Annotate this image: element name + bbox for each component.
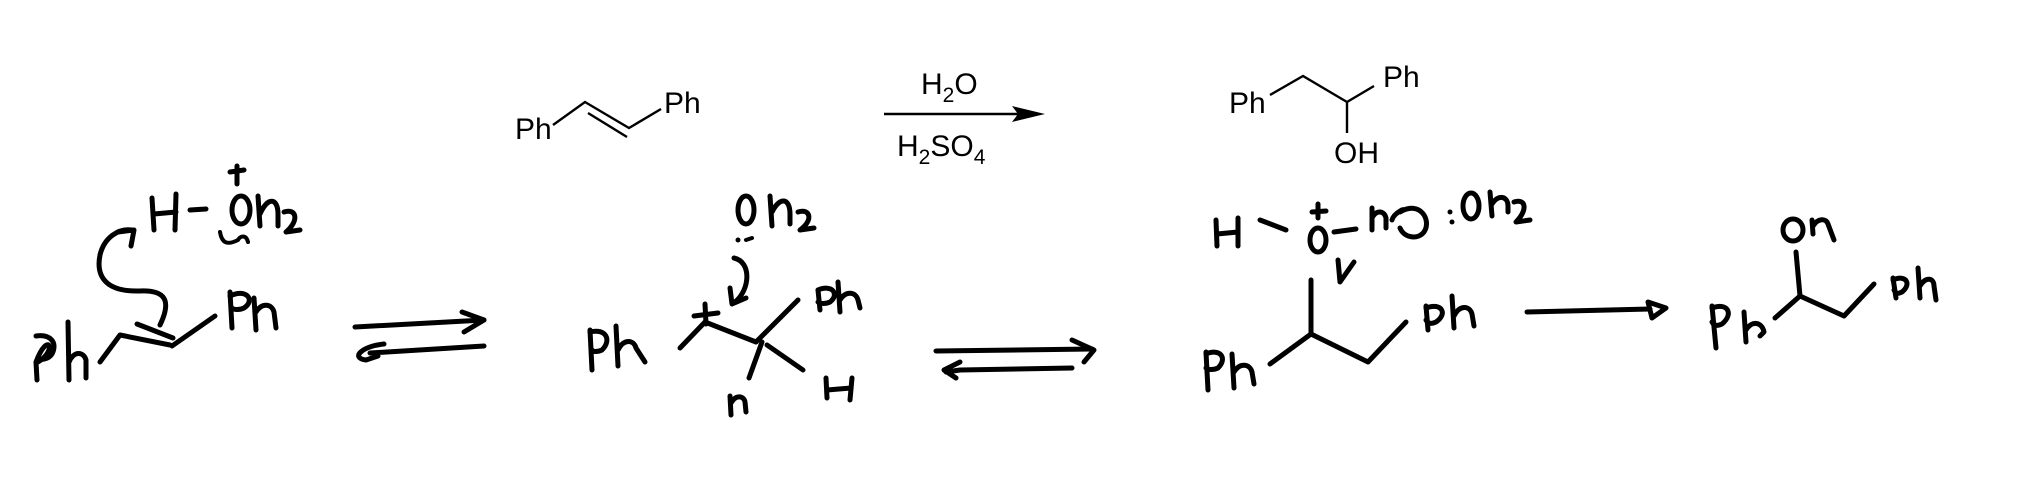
step3-water (1460, 189, 1533, 225)
mechanism-step1: Ph (33, 163, 303, 383)
step2-bond-to-ph (753, 297, 801, 345)
step3-h-o-bond (1257, 217, 1289, 233)
step2-h-left-glyph (727, 393, 749, 418)
step3-plus-charge-icon (1309, 201, 1329, 221)
step1-alkene-bond (97, 332, 173, 365)
step3-h-left-glyph (1213, 215, 1241, 249)
step2-left-ph (587, 323, 648, 373)
reagent-water: H2O (921, 68, 978, 107)
step1-alkene-pi-bond (134, 321, 176, 341)
step1-h-o-bond (187, 206, 209, 213)
step1-right-ph (227, 289, 279, 333)
mechanism-step4 (1709, 216, 1939, 351)
product-left-ph: Ph (1229, 87, 1266, 120)
mechanism-step2 (587, 193, 863, 418)
product-backbone-bonds (1269, 74, 1375, 104)
product-right-ph: Ph (1383, 61, 1420, 94)
step2-h-glyph (767, 193, 793, 229)
step2-curved-arrow (731, 255, 750, 305)
step2-chain-bonds (677, 319, 759, 351)
step1-left-ph (33, 319, 89, 383)
reactant-double-bond (587, 111, 628, 139)
reaction-arrowhead-icon (1012, 106, 1045, 122)
step2-lone-pair-dot-1-icon (735, 237, 741, 243)
step1-plus-charge-icon (227, 163, 247, 187)
step3-subscript-2 (1511, 198, 1533, 225)
step1-hydronium (149, 163, 303, 245)
overall-reagents: H2O H2SO4 (884, 68, 1045, 169)
step1-bond-to-ph (169, 313, 218, 349)
step2-bond-to-h-right (764, 342, 806, 373)
overall-product-alcohol: Ph Ph OH (1229, 61, 1420, 170)
step3-left-ph (1203, 349, 1257, 393)
step2-o-glyph (735, 193, 757, 227)
step1-curved-arrowhead-icon (115, 227, 137, 249)
step3-chain-bonds (1267, 319, 1409, 367)
step2-bond-to-h-left (746, 339, 765, 381)
step3-lone-pair-dot-1-icon (1447, 209, 1453, 215)
step2-water (735, 193, 817, 243)
step4-chain-bonds (1772, 281, 1877, 321)
overall-reactant-stilbene: Ph Ph (515, 87, 701, 146)
step1-h-glyph (149, 191, 179, 233)
step2-curved-arrowhead-icon (727, 285, 749, 307)
step4-left-ph (1709, 303, 1767, 351)
step4-right-ph (1890, 265, 1939, 303)
step1-curved-arrow (96, 227, 169, 328)
product-oh: OH (1334, 137, 1379, 170)
equilibrium-arrow-2 (933, 337, 1097, 381)
step3-curved-arrow (1389, 205, 1429, 240)
step3-right-ph (1423, 293, 1477, 333)
step4-oh (1780, 216, 1837, 244)
step3-lone-pair-dot-2-icon (1449, 219, 1455, 225)
step4-c-o-bond (1793, 249, 1803, 299)
forward-arrow-3 (1524, 299, 1669, 321)
step1-h2-glyph (255, 193, 281, 229)
eq1-reverse-head-icon (356, 341, 387, 363)
step1-subscript-2 (281, 208, 303, 235)
eq1-forward-head-icon (459, 309, 487, 335)
step1-lone-pair-arrow-icon (218, 230, 250, 245)
step3-water-h-glyph (1487, 189, 1511, 219)
step2-h-right-glyph (823, 375, 855, 403)
step4-o-glyph (1780, 216, 1806, 244)
step2-subscript-2 (795, 208, 817, 233)
eq2-reverse-head-icon (941, 359, 963, 381)
equilibrium-arrow-1 (352, 309, 487, 363)
step3-curved-arrowhead-icon (1335, 257, 1357, 285)
step3-o-glyph (1307, 225, 1329, 255)
step4-h-glyph (1809, 217, 1837, 243)
mechanism-step3 (1203, 189, 1533, 393)
reactant-left-ph: Ph (515, 113, 552, 146)
step3-water-o-glyph (1460, 190, 1482, 222)
step2-lone-pair-dot-2-icon (744, 236, 754, 242)
reagent-sulfuric-acid: H2SO4 (897, 130, 986, 169)
step3-h-right-glyph (1369, 205, 1389, 233)
forward-arrowhead-icon (1645, 299, 1669, 321)
reactant-backbone-bonds (552, 100, 662, 130)
step1-o-glyph (229, 193, 253, 227)
step3-o-h-bond (1331, 226, 1359, 235)
step2-right-ph (815, 279, 863, 315)
step2-plus-charge-icon (691, 301, 721, 327)
eq2-forward-head-icon (1069, 337, 1097, 365)
reactant-right-ph: Ph (664, 87, 701, 120)
